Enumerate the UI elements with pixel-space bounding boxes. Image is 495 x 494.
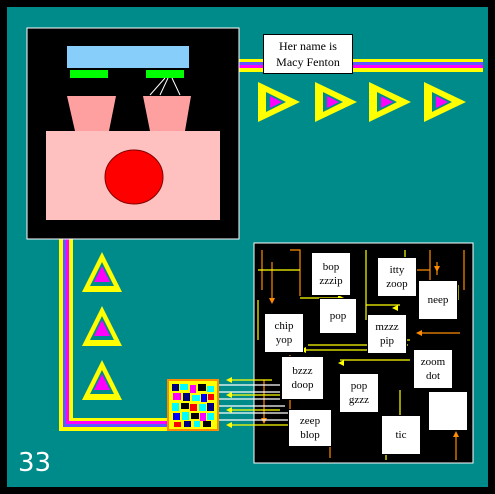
page-number: 33	[18, 448, 52, 478]
sound-label-neep: neep	[418, 280, 458, 320]
left-rail	[59, 238, 169, 431]
arrow-triangles-column	[82, 252, 122, 400]
caption-line-1: Her name is	[279, 39, 337, 53]
arrow-triangles-row	[258, 82, 466, 122]
speech-caption: Her name is Macy Fenton	[263, 34, 353, 74]
top-rail	[239, 59, 483, 72]
sound-label-tic: tic	[381, 415, 421, 455]
portrait-panel	[26, 27, 240, 240]
sound-label-pop: pop	[319, 298, 357, 334]
caption-line-2: Macy Fenton	[276, 55, 340, 69]
blank-label	[428, 391, 468, 431]
mosaic-chip	[167, 379, 219, 431]
